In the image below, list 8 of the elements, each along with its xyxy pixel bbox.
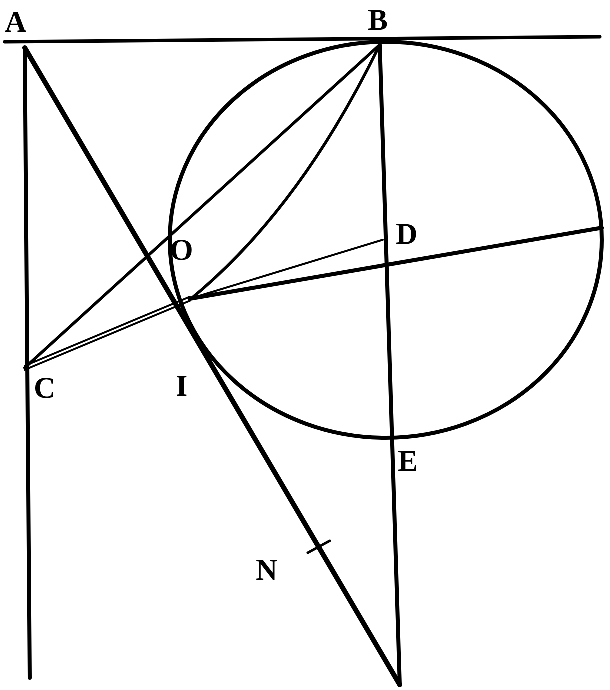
point-label: O bbox=[170, 236, 194, 266]
point-label: I bbox=[176, 372, 188, 402]
point-label: A bbox=[5, 8, 27, 38]
point-label: B bbox=[368, 6, 388, 36]
point-label: D bbox=[396, 220, 418, 250]
point-label: E bbox=[398, 447, 418, 477]
point-label: N bbox=[256, 556, 278, 586]
point-label: C bbox=[34, 374, 56, 404]
